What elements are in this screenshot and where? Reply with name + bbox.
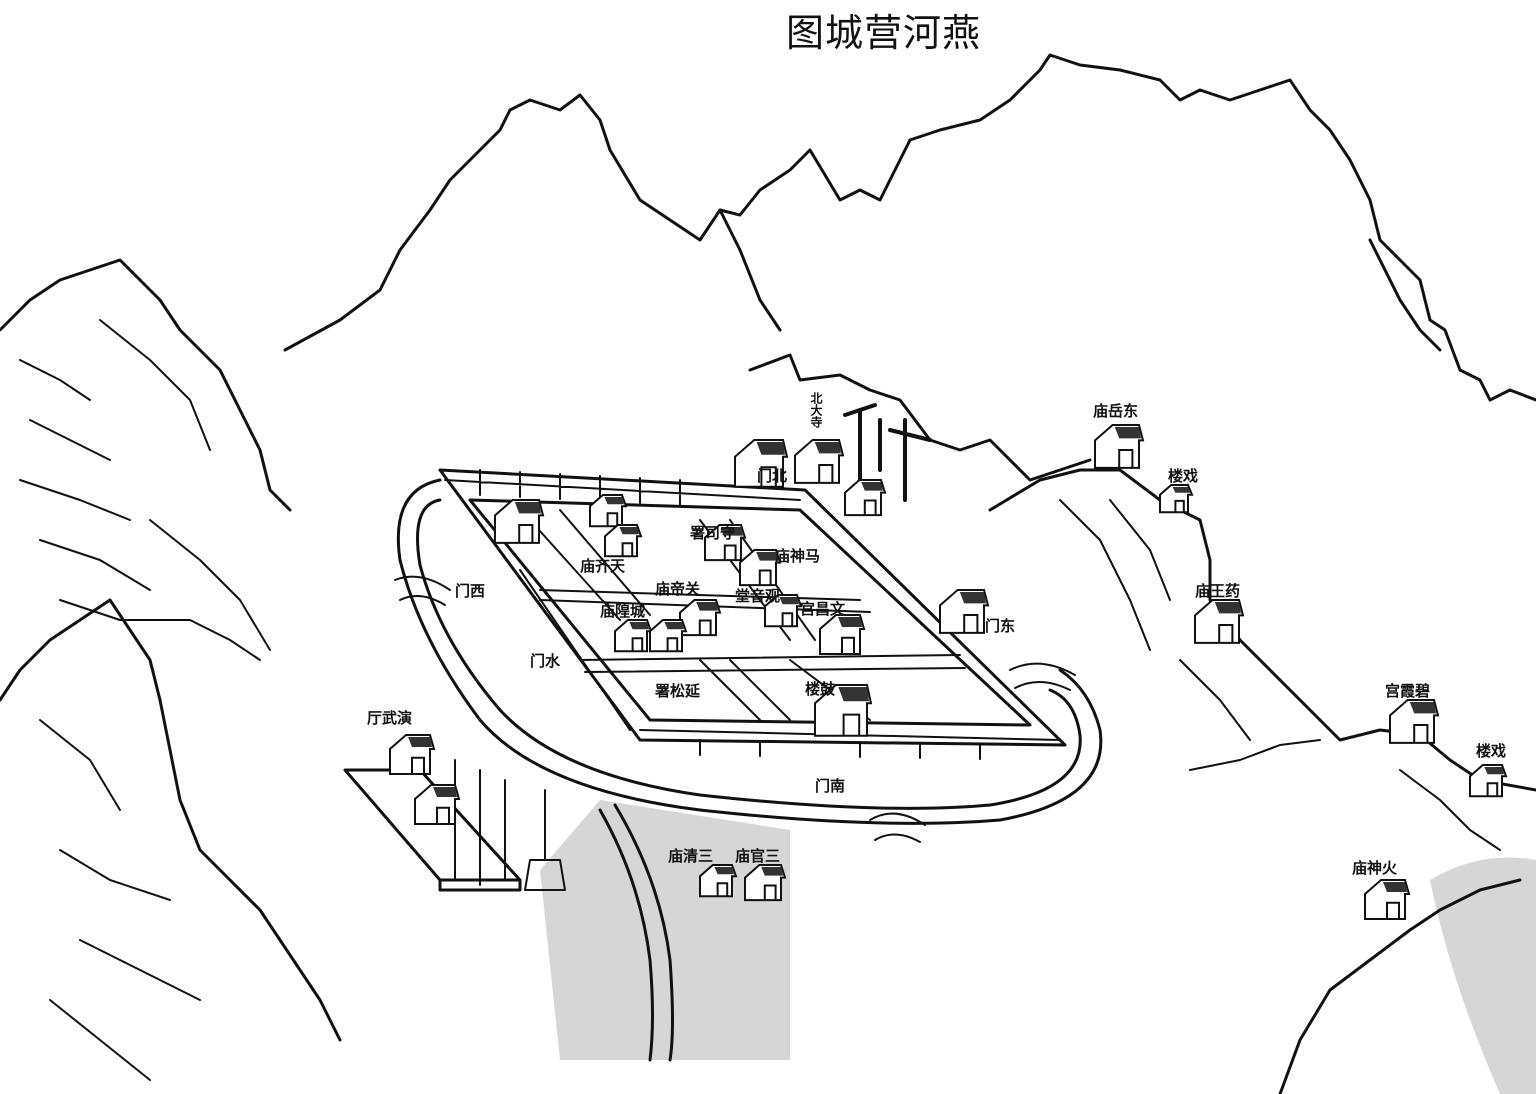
label-tianqi-temple: 庙齐天 bbox=[580, 557, 626, 575]
building-roof bbox=[1383, 882, 1407, 892]
building-roof bbox=[756, 442, 785, 455]
building-roof bbox=[1214, 602, 1241, 614]
building-roof bbox=[604, 497, 624, 505]
river-inner-bank bbox=[416, 498, 1082, 810]
hill-east bbox=[988, 468, 1536, 792]
label-east-gate: 门东 bbox=[985, 617, 1016, 635]
label-drum-tower: 楼鼓 bbox=[805, 680, 836, 698]
label-west-gate: 门西 bbox=[455, 582, 486, 600]
building-roof bbox=[629, 622, 649, 630]
building-roof bbox=[761, 867, 783, 876]
label-bixia-palace: 宫霞碧 bbox=[1385, 682, 1431, 700]
building-roof bbox=[1484, 767, 1504, 775]
building-roof bbox=[1114, 427, 1141, 439]
bridge-south bbox=[869, 812, 926, 843]
mountain-ridge-back bbox=[283, 53, 1536, 402]
label-theater-2: 楼戏 bbox=[1476, 742, 1507, 760]
bridge-east bbox=[1009, 662, 1076, 691]
label-chenghuang-temple: 庙隍城 bbox=[600, 602, 646, 620]
label-wenchang-palace: 宫昌文 bbox=[800, 600, 846, 618]
label-mashen-temple: 庙神马 bbox=[775, 547, 821, 565]
building-roof bbox=[408, 737, 432, 747]
building-roof bbox=[779, 597, 799, 605]
label-south-gate: 门南 bbox=[815, 777, 846, 795]
label-water-gate: 门水 bbox=[530, 652, 561, 670]
map-title: 图城营河燕 bbox=[786, 11, 982, 55]
building-roof bbox=[714, 867, 734, 875]
hill-east-texture bbox=[1059, 499, 1501, 851]
mountain-left bbox=[0, 258, 342, 1042]
building-roof bbox=[1409, 702, 1436, 714]
label-yansong-office: 署松延 bbox=[655, 682, 701, 700]
label-dongyue-temple: 庙岳东 bbox=[1093, 402, 1139, 420]
bridge-west bbox=[394, 575, 451, 606]
river-south-branch bbox=[598, 803, 674, 1062]
mountain-left-texture bbox=[19, 319, 271, 1081]
building-roof bbox=[756, 552, 778, 561]
mountain-inner-ridge bbox=[718, 208, 1442, 352]
streets bbox=[529, 509, 966, 721]
label-sanguan-temple: 庙官三 bbox=[735, 847, 781, 865]
building-roof bbox=[664, 622, 684, 630]
building-roof bbox=[1172, 487, 1190, 493]
building-roof bbox=[838, 687, 869, 702]
buildings bbox=[389, 424, 1508, 920]
label-north-temple: 北大寺 bbox=[809, 392, 823, 428]
label-sanqing-temple: 庙清三 bbox=[668, 847, 714, 865]
watermark-seal-right bbox=[1430, 857, 1536, 1094]
building-roof bbox=[861, 482, 883, 491]
building-roof bbox=[838, 617, 862, 627]
building-roof bbox=[814, 442, 841, 454]
trees bbox=[843, 403, 932, 502]
label-huoshen-temple: 庙神火 bbox=[1352, 859, 1398, 877]
building-roof bbox=[721, 527, 743, 536]
building-roof bbox=[514, 502, 541, 514]
label-north-gate: 门北 bbox=[757, 467, 788, 485]
label-yanwu-hall: 厅武演 bbox=[367, 709, 413, 727]
city-wall-outer bbox=[438, 468, 1067, 747]
label-guandi-temple: 庙帝关 bbox=[655, 580, 701, 598]
building-roof bbox=[696, 602, 718, 611]
city-wall-inner bbox=[468, 498, 1032, 727]
label-theater-1: 楼戏 bbox=[1168, 467, 1199, 485]
building-roof bbox=[433, 787, 457, 797]
building-roof bbox=[959, 592, 986, 604]
city-wall-battlement bbox=[444, 469, 1061, 760]
label-yaowang-temple: 庙王药 bbox=[1195, 582, 1241, 600]
hill-southeast bbox=[1278, 878, 1522, 1094]
label-shousi-office: 署司守 bbox=[690, 524, 736, 542]
building-roof bbox=[619, 527, 639, 535]
label-guanyin-hall: 堂音观 bbox=[735, 587, 781, 605]
